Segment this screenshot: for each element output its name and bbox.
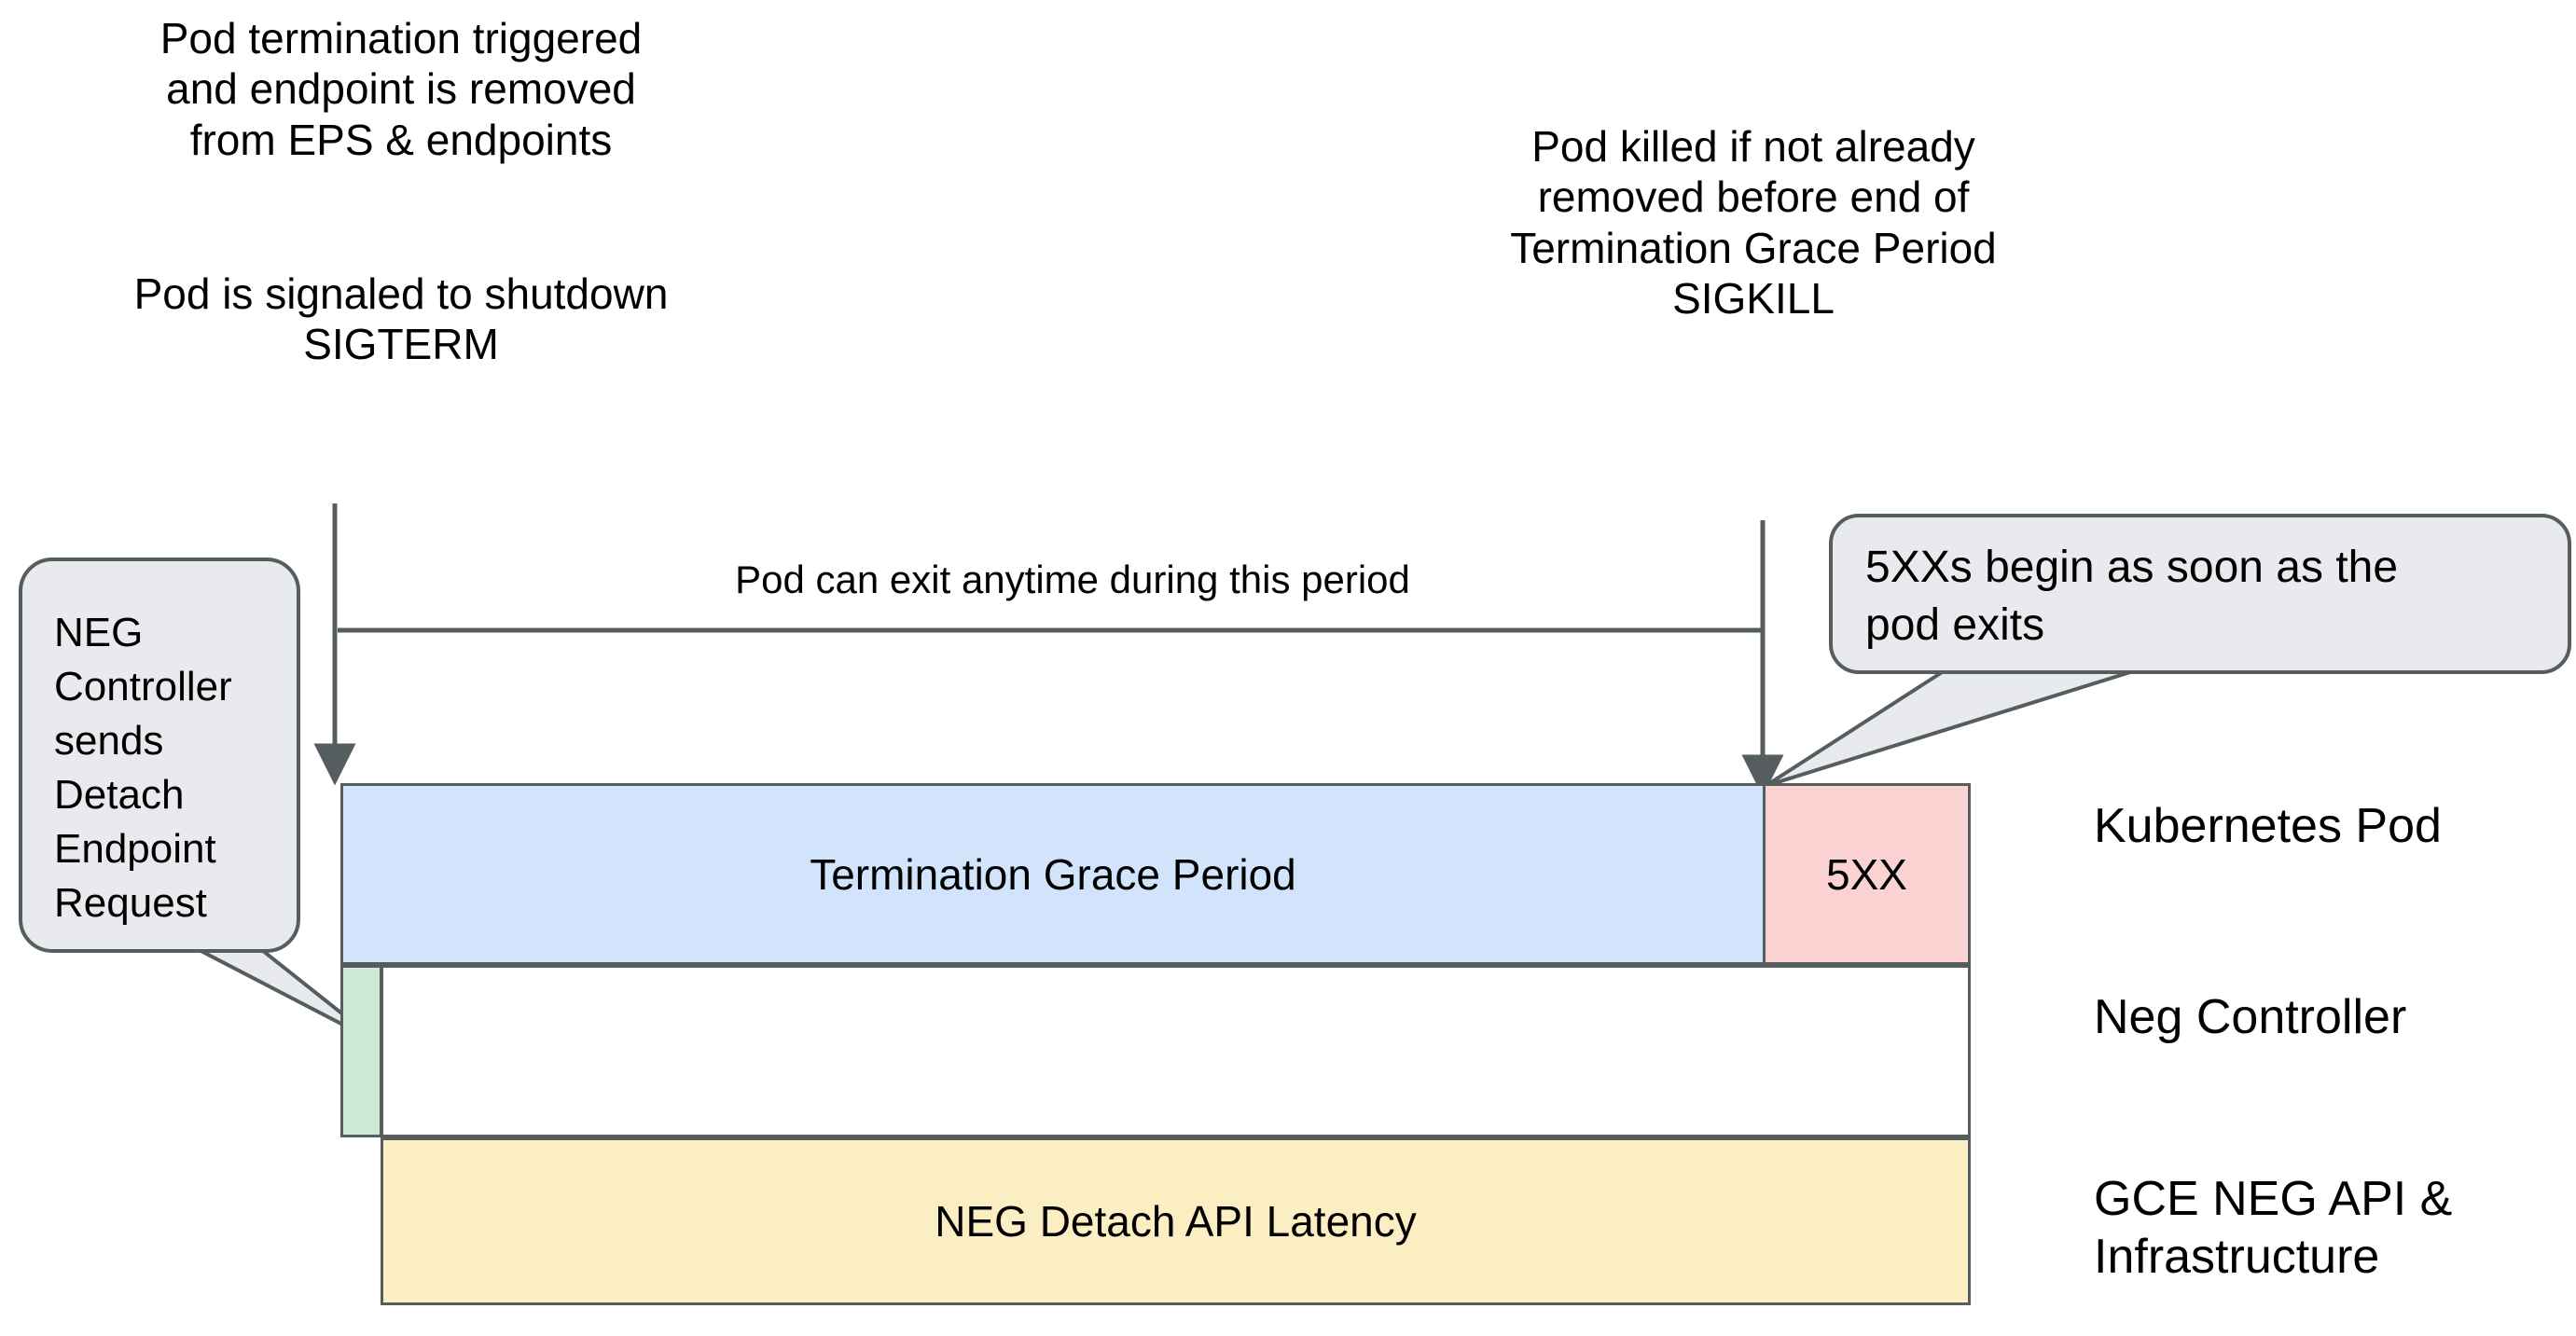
bar-termination-grace-period-label: Termination Grace Period	[810, 849, 1296, 899]
note-pod-termination-triggered: Pod termination triggered and endpoint i…	[159, 14, 643, 164]
callout-left-label: NEG Controller sends Detach Endpoint Req…	[54, 610, 232, 927]
lane-label-kubernetes-pod: Kubernetes Pod	[2094, 799, 2442, 853]
lane-label-gce-neg-api: GCE NEG API & Infrastructure	[2094, 1172, 2453, 1285]
bar-5xx: 5XX	[1763, 783, 1971, 965]
bar-neg-detach-api-latency-label: NEG Detach API Latency	[935, 1197, 1417, 1246]
bar-5xx-label: 5XX	[1826, 849, 1907, 899]
callout-right-tail	[1764, 666, 2147, 788]
bar-neg-detach-request	[340, 965, 382, 1137]
bar-termination-grace-period: Termination Grace Period	[340, 783, 1766, 965]
note-pod-killed-sigkill: Pod killed if not already removed before…	[1510, 122, 1997, 323]
bar-neg-detach-api-latency: NEG Detach API Latency	[381, 1137, 1971, 1305]
lane-label-neg-controller: Neg Controller	[2094, 990, 2407, 1044]
note-pod-signaled-sigterm: Pod is signaled to shutdown SIGTERM	[133, 269, 669, 369]
callout-right-label: 5XXs begin as soon as the pod exits	[1865, 543, 2399, 651]
span-label-pod-can-exit: Pod can exit anytime during this period	[735, 558, 1410, 601]
bar-neg-controller-row	[381, 965, 1971, 1137]
